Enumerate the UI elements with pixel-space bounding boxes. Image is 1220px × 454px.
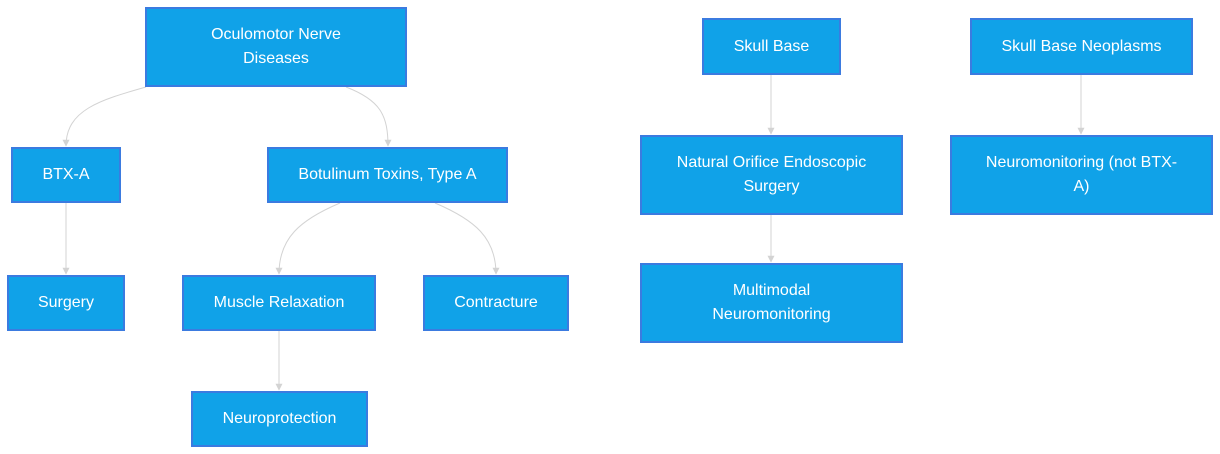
node-multimodal-neuromonitoring[interactable]: Multimodal Neuromonitoring [640, 263, 903, 343]
node-label: BTX-A [42, 166, 90, 183]
node-label: Surgery [37, 294, 95, 311]
node-neuroprotection[interactable]: Neuroprotection [191, 391, 368, 447]
node-neuromonitoring-not-btx-a[interactable]: Neuromonitoring (not BTX-A) [950, 135, 1213, 215]
node-contracture[interactable]: Contracture [423, 275, 569, 331]
node-label: Neuroprotection [222, 410, 337, 427]
edge-botulinum-muscle [275, 202, 341, 275]
node-botulinum-toxins-type-a[interactable]: Botulinum Toxins, Type A [267, 147, 508, 203]
node-oculomotor-nerve-diseases[interactable]: Oculomotor Nerve Diseases [145, 7, 407, 87]
node-label: Natural Orifice Endoscopic Surgery [676, 154, 867, 195]
node-skull-base-neoplasms[interactable]: Skull Base Neoplasms [970, 18, 1193, 75]
edge-botulinum-contracture [434, 202, 500, 275]
node-label: Botulinum Toxins, Type A [298, 166, 477, 183]
node-surgery[interactable]: Surgery [7, 275, 125, 331]
node-label: Neuromonitoring (not BTX-A) [985, 154, 1178, 195]
node-label: Oculomotor Nerve Diseases [211, 26, 341, 67]
node-label: Muscle Relaxation [213, 294, 345, 311]
node-natural-orifice-endoscopic-surgery[interactable]: Natural Orifice Endoscopic Surgery [640, 135, 903, 215]
node-label: Skull Base Neoplasms [1001, 37, 1162, 55]
node-skull-base[interactable]: Skull Base [702, 18, 841, 75]
edge-oculomotor-botulinum [345, 86, 392, 147]
node-label: Contracture [454, 294, 538, 311]
node-btx-a[interactable]: BTX-A [11, 147, 121, 203]
edge-oculomotor-btxa [62, 86, 147, 147]
node-label: Skull Base [733, 37, 810, 55]
node-muscle-relaxation[interactable]: Muscle Relaxation [182, 275, 376, 331]
node-label: Multimodal Neuromonitoring [712, 282, 831, 323]
